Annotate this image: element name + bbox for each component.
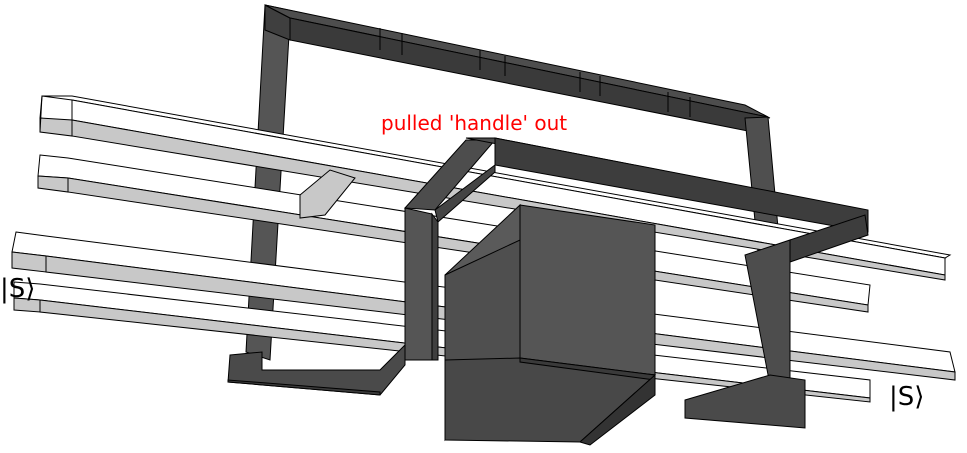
strand-1 xyxy=(39,95,952,281)
state-label-left: |S⟩ xyxy=(0,274,35,304)
central-box xyxy=(444,203,657,446)
front-loop xyxy=(227,137,869,429)
back-loop xyxy=(245,4,781,361)
back-loop-top-beam xyxy=(264,4,769,118)
connector-block xyxy=(299,169,356,219)
back-loop-left-post xyxy=(245,4,291,361)
handle-annotation: pulled 'handle' out xyxy=(381,111,567,135)
state-label-right: |S⟩ xyxy=(889,382,924,412)
